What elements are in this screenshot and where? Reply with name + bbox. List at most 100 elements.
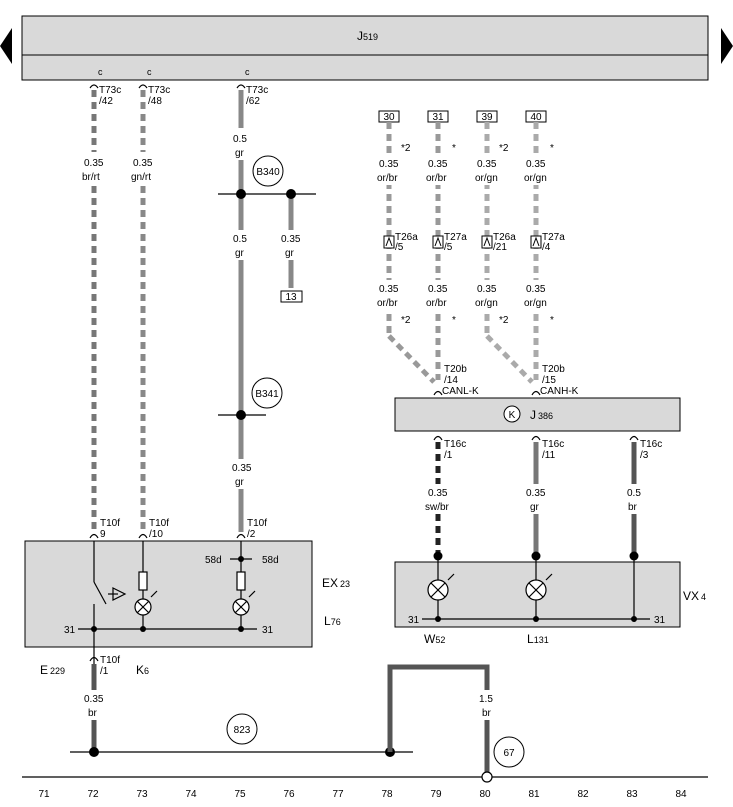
svg-text:*: * [550,315,554,326]
svg-text:gr: gr [235,148,245,159]
svg-text:T16c: T16c [542,439,564,450]
inline-connector-4: T27a /4 [530,232,565,253]
l76-label: L76 [324,614,341,628]
svg-text:1.5: 1.5 [479,694,493,705]
can-wire-1-upper-label: 0.35 or/br *2 [376,143,411,185]
svg-text:/11: /11 [542,450,556,461]
svg-text:0.35: 0.35 [477,159,497,170]
ref-b341-label: B341 [255,389,279,400]
svg-text:0.35: 0.35 [428,488,448,499]
j386-pin-11: T16c /11 [531,435,564,461]
svg-text:71: 71 [38,789,50,800]
ref-67-label: 67 [503,748,515,759]
wire-76-label: 0.35 gr [277,230,305,260]
svg-text:*: * [550,143,554,154]
svg-text:9: 9 [100,529,106,540]
j386-pin-15: T20b /15 CANH-K [531,364,579,397]
can-wires [386,122,539,384]
j386-pin-1: T16c /1 [433,435,466,461]
svg-text:84: 84 [675,789,687,800]
can-wire-3-lower-label: 0.35 or/gn *2 [474,280,509,326]
svg-text:/14: /14 [444,375,458,386]
svg-text:T26a: T26a [493,232,516,243]
svg-text:or/gn: or/gn [475,173,498,184]
svg-text:0.35: 0.35 [526,284,546,295]
svg-text:*: * [452,315,456,326]
ref-13-box [280,290,303,303]
svg-text:0.35: 0.35 [84,158,104,169]
svg-text:0.35: 0.35 [84,694,104,705]
svg-text:T10f: T10f [100,655,120,666]
connector-pin-label: /62 [246,96,260,107]
ref-823 [226,713,258,745]
svg-text:0.35: 0.35 [133,158,153,169]
svg-text:/3: /3 [640,450,649,461]
ground-31-right: 31 [262,625,274,636]
svg-text:br: br [628,502,638,513]
svg-text:/4: /4 [542,242,551,253]
can-wire-4-lower-label: 0.35 or/gn * [523,280,554,326]
svg-text:0.35: 0.35 [477,284,497,295]
svg-text:0.5: 0.5 [233,134,247,145]
ref-67 [493,736,525,768]
can-wire-or-gn-1-merge [485,334,534,384]
svg-text:T20b: T20b [444,364,467,375]
svg-text:0.35: 0.35 [232,463,252,474]
can-wire-2-lower-label: 0.35 or/br * [425,280,456,326]
svg-text:/5: /5 [444,242,453,253]
svg-text:or/gn: or/gn [475,298,498,309]
nav-left-arrow-icon[interactable] [0,28,12,64]
ex23-node [238,626,244,632]
vx4-ground-node [435,616,441,622]
svg-text:0.35: 0.35 [379,159,399,170]
connector-label: T73c [99,85,121,96]
can-wire-or-br-1-merge [387,334,436,384]
svg-text:39: 39 [481,112,493,123]
vx4-ground-31-left: 31 [408,615,420,626]
svg-text:40: 40 [530,112,542,123]
wire-79-label: 0.35 sw/br [424,484,454,514]
ex23-pin-9: T10f 9 [89,518,120,540]
j519-pin-42: c T73c /42 [89,67,121,107]
ref-box-39: 39 [476,110,498,123]
pin-c-label: c [245,67,250,77]
svg-text:CANL-K: CANL-K [442,386,479,397]
connector-pin-label: /48 [148,96,162,107]
ex23-node [91,626,97,632]
j386-pin-3: T16c /3 [629,435,662,461]
svg-text:gr: gr [235,477,245,488]
svg-text:81: 81 [528,789,540,800]
label-58d-right: 58d [262,555,279,566]
svg-text:*2: *2 [401,143,411,154]
svg-text:CANH-K: CANH-K [540,386,579,397]
ground-wire-80 [387,664,490,777]
vx4-ground-node [533,616,539,622]
svg-text:T20b: T20b [542,364,565,375]
svg-text:75: 75 [234,789,246,800]
j519-pin-62: c T73c /62 [236,67,268,107]
svg-text:72: 72 [87,789,99,800]
svg-text:0.35: 0.35 [526,488,546,499]
svg-text:gn/rt: gn/rt [131,172,151,183]
svg-text:77: 77 [332,789,344,800]
nav-right-arrow-icon[interactable] [721,28,733,64]
ref-13-label: 13 [285,292,297,303]
svg-text:br: br [88,708,98,719]
svg-text:/1: /1 [444,450,453,461]
wire-75b-label: 0.5 gr [230,230,252,260]
svg-text:gr: gr [530,502,540,513]
svg-text:gr: gr [235,248,245,259]
wire-80-label: 1.5 br [476,690,498,720]
svg-text:/2: /2 [247,529,256,540]
svg-text:/5: /5 [395,242,404,253]
k-symbol-label: K [509,410,516,421]
wire-73-label: 0.35 gn/rt [129,152,159,186]
j519-control-unit: J519 [21,15,709,81]
ex23-pin-10: T10f /10 [138,518,169,540]
svg-text:or/br: or/br [426,298,447,309]
svg-text:T16c: T16c [640,439,662,450]
can-wire-1-lower-label: 0.35 or/br *2 [376,280,411,326]
